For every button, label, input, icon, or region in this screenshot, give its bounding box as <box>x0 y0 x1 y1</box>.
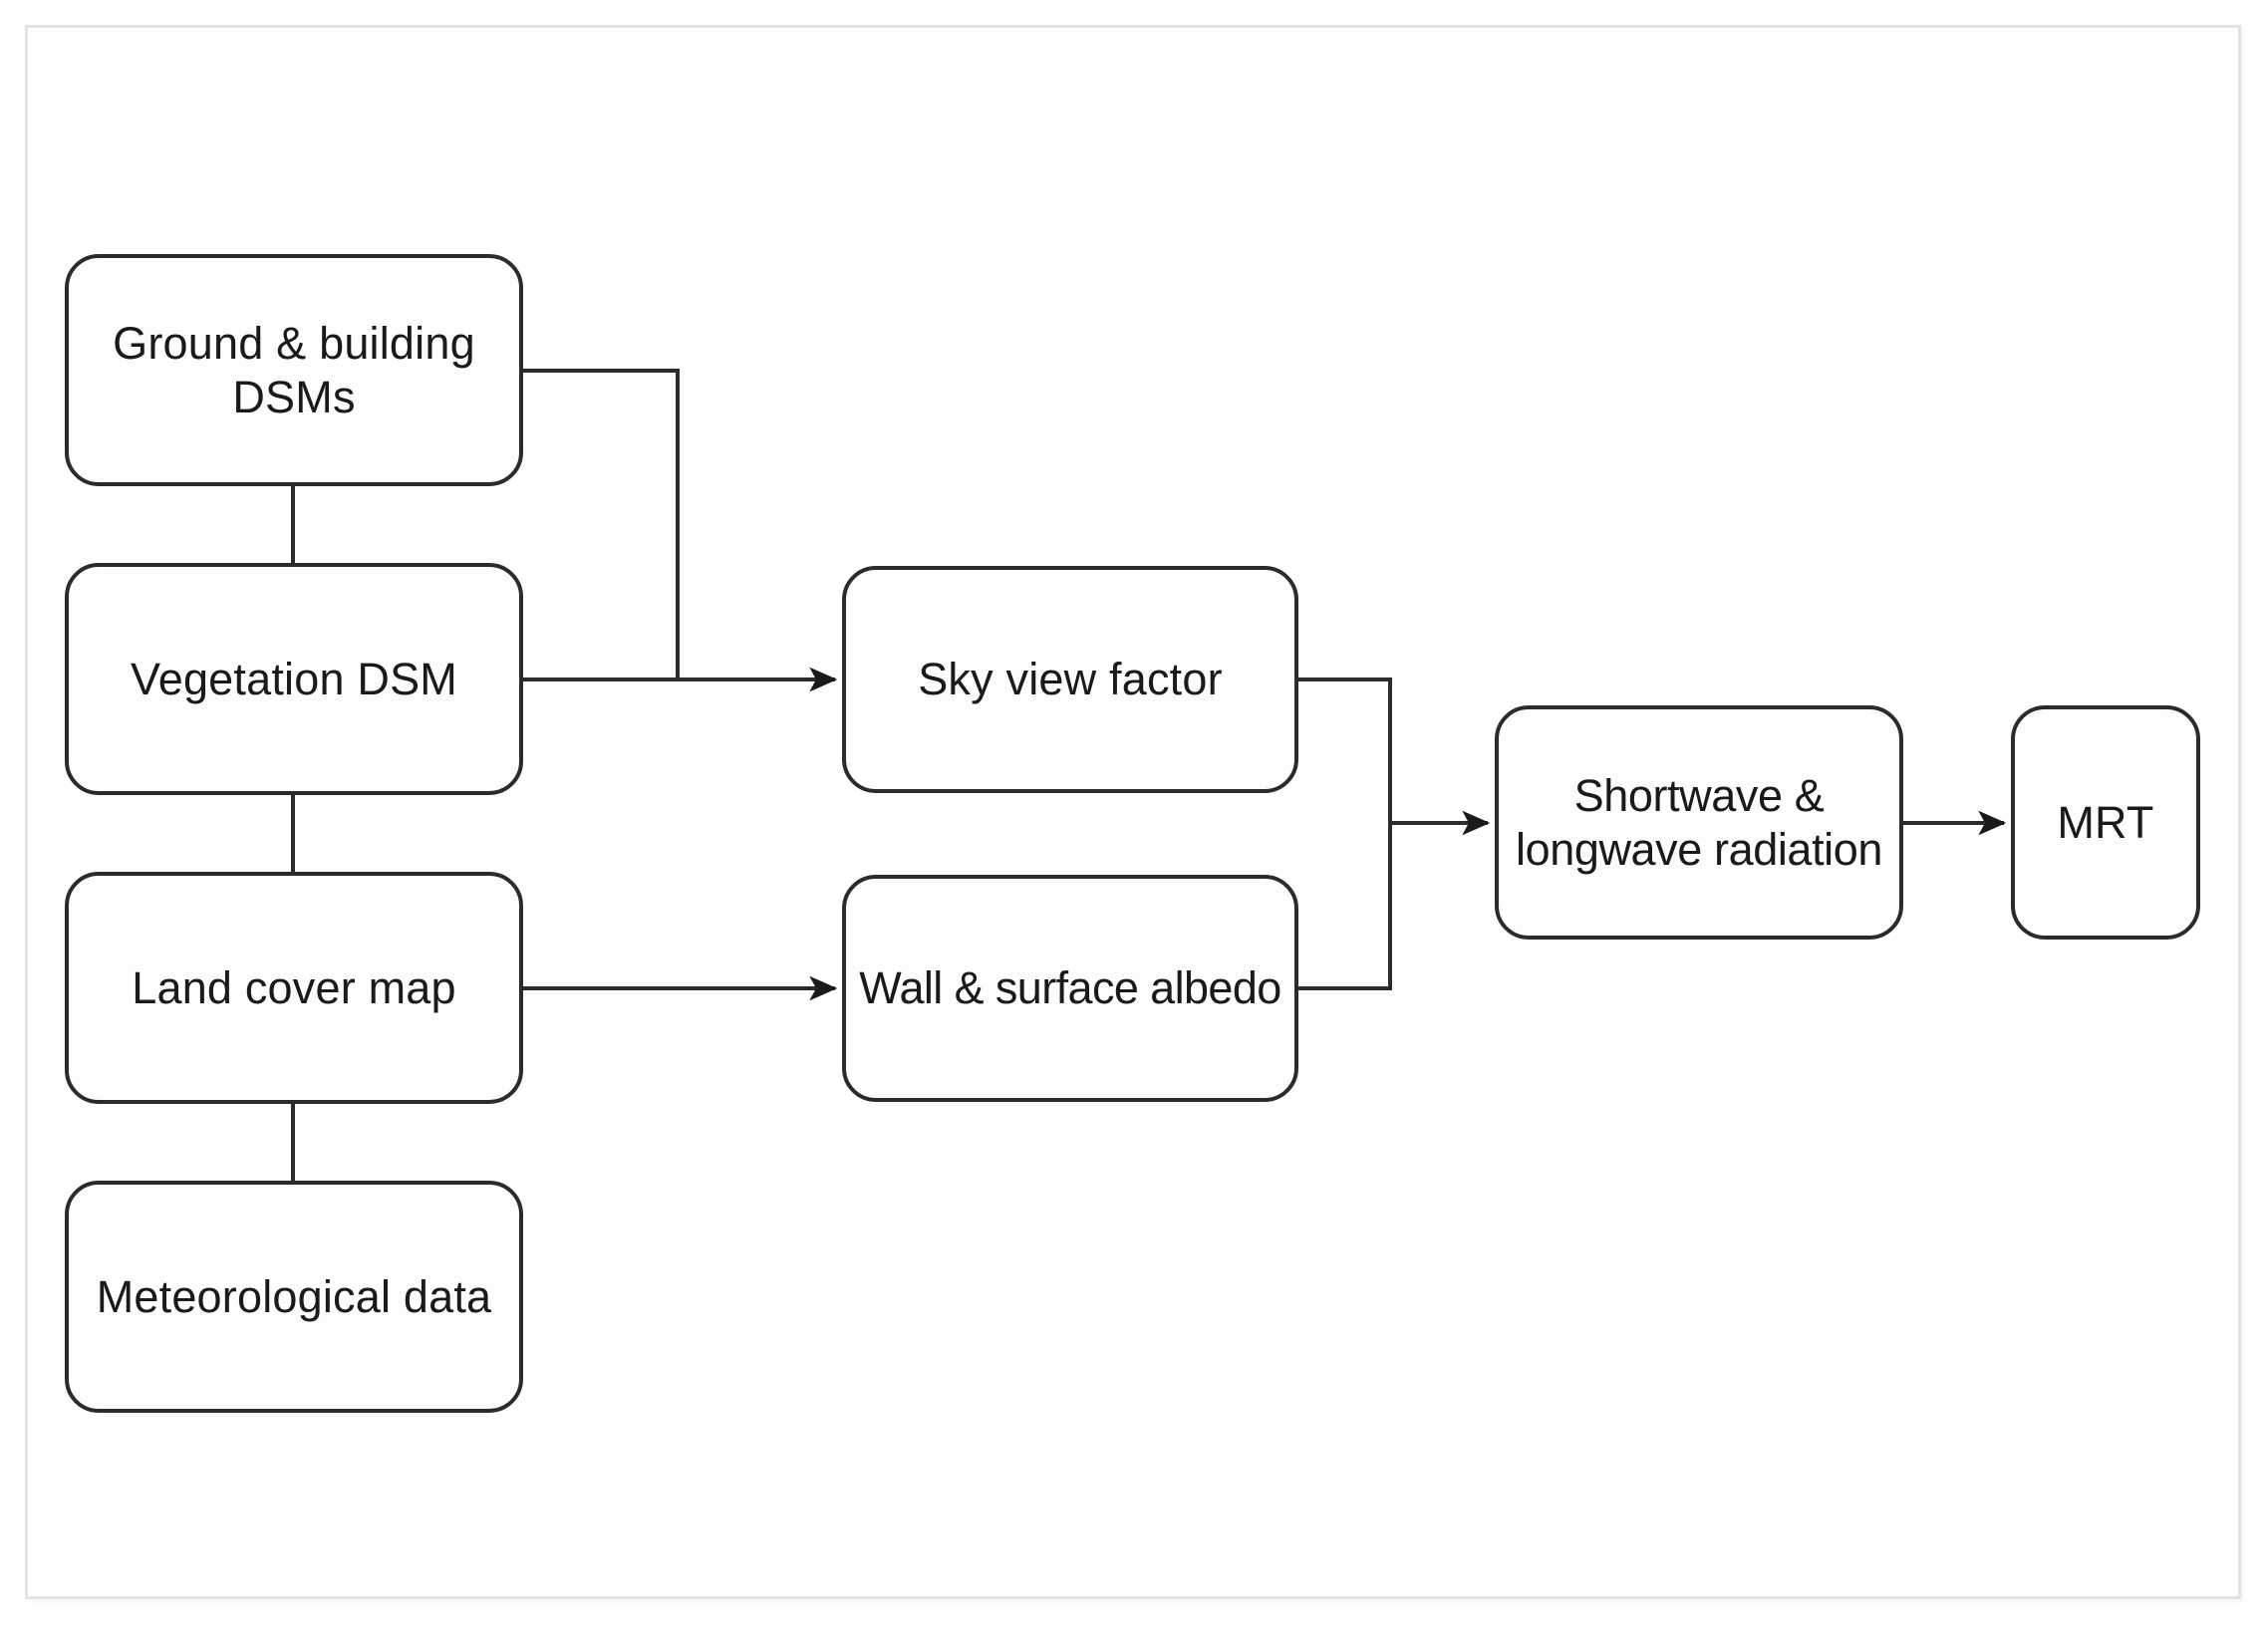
node-label-ground-building-dsms: Ground & building DSMs <box>113 318 475 422</box>
node-label-shortwave-longwave-radiation: Shortwave & longwave radiation <box>1515 770 1883 875</box>
node-label-meteorological-data: Meteorological data <box>96 1270 492 1322</box>
node-sky-view-factor[interactable]: Sky view factor <box>842 566 1298 793</box>
edge-albedo-to-radiation <box>1298 823 1392 990</box>
node-shortwave-longwave-radiation[interactable]: Shortwave & longwave radiation <box>1495 705 1903 940</box>
node-mrt[interactable]: MRT <box>2011 705 2200 940</box>
node-vegetation-dsm[interactable]: Vegetation DSM <box>65 563 523 795</box>
edge-ground-to-skyviewfactor <box>523 369 680 679</box>
edge-skyviewfactor-to-radiation <box>1298 678 1392 823</box>
node-label-sky-view-factor: Sky view factor <box>918 654 1223 705</box>
node-ground-building-dsms[interactable]: Ground & building DSMs <box>65 254 523 486</box>
node-meteorological-data[interactable]: Meteorological data <box>65 1181 523 1413</box>
node-land-cover-map[interactable]: Land cover map <box>65 872 523 1104</box>
node-label-mrt: MRT <box>2057 796 2154 848</box>
node-wall-surface-albedo[interactable]: Wall & surface albedo <box>842 875 1298 1102</box>
node-label-vegetation-dsm: Vegetation DSM <box>131 653 457 704</box>
node-label-wall-surface-albedo: Wall & surface albedo <box>859 962 1281 1014</box>
node-label-land-cover-map: Land cover map <box>132 961 456 1013</box>
